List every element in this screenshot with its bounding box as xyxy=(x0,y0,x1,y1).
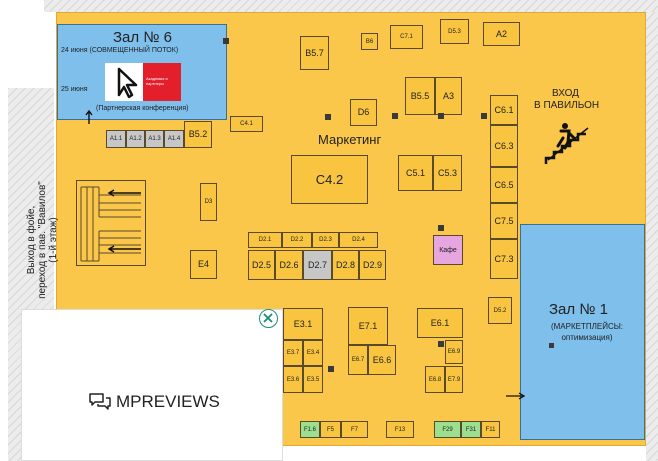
entrance-label-2: В ПАВИЛЬОН xyxy=(534,100,600,111)
ad-brand-text: MPREVIEWS xyxy=(116,392,220,411)
marker xyxy=(325,114,331,120)
partner-logo: Академия и партнеры xyxy=(105,63,181,101)
booth-d2-2[interactable]: D2.2 xyxy=(282,232,312,248)
exit-foyer-label: Выход в фойе, переход в пав. "Вавилов" (… xyxy=(26,160,62,320)
chat-bubbles-icon xyxy=(89,393,111,410)
booth-e3-7[interactable]: E3.7 xyxy=(283,340,303,366)
booth-c6-1[interactable]: C6.1 xyxy=(490,95,518,125)
booth-e6-8[interactable]: E6.8 xyxy=(425,366,445,393)
booth-d3[interactable]: D3 xyxy=(200,183,217,221)
booth-e6-7[interactable]: E6.7 xyxy=(348,345,368,375)
booth-d2-5[interactable]: D2.5 xyxy=(248,250,275,280)
booth-c7-5[interactable]: C7.5 xyxy=(490,203,518,239)
booth-d5-3[interactable]: D5.3 xyxy=(440,19,469,44)
booth-cafe[interactable]: Кафе xyxy=(433,235,463,265)
close-icon xyxy=(263,313,273,323)
arrow-left-icon xyxy=(107,245,141,253)
booth-e6-9[interactable]: E6.9 xyxy=(445,340,463,364)
exit-foyer-line-1: Выход в фойе, xyxy=(26,205,37,275)
ad-logo: MPREVIEWS xyxy=(88,391,220,413)
booth-d2-6[interactable]: D2.6 xyxy=(275,250,303,280)
hall-6-caption: (Партнерская конференция) xyxy=(96,105,189,112)
booth-b5-5[interactable]: B5.5 xyxy=(405,77,435,115)
marketing-label: Маркетинг xyxy=(318,132,382,147)
exit-foyer-line-2: переход в пав. "Вавилов" xyxy=(37,181,48,299)
booth-f13[interactable]: F13 xyxy=(386,421,414,438)
booth-f5[interactable]: F5 xyxy=(320,421,341,438)
booth-e7-1[interactable]: E7.1 xyxy=(348,307,388,345)
booth-f7[interactable]: F7 xyxy=(341,421,368,438)
arrow-left-icon xyxy=(107,189,141,197)
booth-e3-6[interactable]: E3.6 xyxy=(283,366,303,393)
marker xyxy=(438,113,444,119)
booth-d6[interactable]: D6 xyxy=(350,99,377,126)
exit-foyer-line-3: (1-й этаж) xyxy=(48,217,59,263)
arrow-up-icon xyxy=(85,110,93,124)
stair-lines xyxy=(80,186,141,262)
booth-e3-1[interactable]: E3.1 xyxy=(283,308,323,340)
booth-f31[interactable]: F31 xyxy=(461,421,481,438)
booth-a3[interactable]: A3 xyxy=(435,77,462,115)
left-stairs xyxy=(76,180,146,266)
ad-panel[interactable]: MPREVIEWS xyxy=(21,309,283,461)
booth-b6[interactable]: B6 xyxy=(361,33,378,50)
booth-d2-7[interactable]: D2.7 xyxy=(303,250,332,280)
booth-e6-6[interactable]: E6.6 xyxy=(368,345,396,375)
booth-b5-7[interactable]: B5.7 xyxy=(300,36,329,70)
background-hatch-right xyxy=(646,12,658,461)
arrow-right-icon xyxy=(506,392,526,400)
booth-a1-1[interactable]: A1.1 xyxy=(106,130,126,148)
booth-f11[interactable]: F11 xyxy=(481,421,500,438)
booth-c6-5[interactable]: C6.5 xyxy=(490,167,518,203)
marker xyxy=(481,113,487,119)
background-hatch-left xyxy=(8,88,54,461)
booth-c4-2[interactable]: C4.2 xyxy=(291,155,368,204)
hall-1-marker xyxy=(549,343,554,348)
hall-1[interactable]: Зал № 1 (МАРКЕТПЛЕЙСЫ: оптимизация) xyxy=(520,224,645,440)
partner-logo-badge: Академия и партнеры xyxy=(143,63,181,101)
booth-d2-1[interactable]: D2.1 xyxy=(248,232,282,248)
marker xyxy=(392,113,398,119)
booth-c5-3[interactable]: C5.3 xyxy=(433,155,462,191)
hall-6-line-2: 25 июня xyxy=(61,86,88,93)
partner-logo-text: Академия и партнеры xyxy=(146,76,168,86)
booth-d2-3[interactable]: D2.3 xyxy=(312,232,339,248)
booth-d2-9[interactable]: D2.9 xyxy=(359,250,386,280)
booth-e7-9[interactable]: E7.9 xyxy=(445,366,463,393)
booth-c7-3[interactable]: C7.3 xyxy=(490,239,518,279)
booth-a2[interactable]: A2 xyxy=(483,22,520,46)
booth-a1-2[interactable]: A1.2 xyxy=(126,130,145,148)
cursor-logo-icon xyxy=(117,67,138,99)
hall-6-title: Зал № 6 xyxy=(113,29,172,46)
hall-6[interactable]: Зал № 6 24 июня (СОВМЕЩЕННЫЙ ПОТОК) 25 и… xyxy=(57,24,227,124)
booth-c4-1[interactable]: C4.1 xyxy=(230,116,263,132)
ad-close-button[interactable] xyxy=(259,309,278,328)
booth-c5-1[interactable]: C5.1 xyxy=(398,155,433,191)
booth-c6-3[interactable]: C6.3 xyxy=(490,125,518,167)
hall-6-line-1: 24 июня (СОВМЕЩЕННЫЙ ПОТОК) xyxy=(61,47,179,54)
stairs-person-icon xyxy=(544,123,589,164)
booth-e3-4[interactable]: E3.4 xyxy=(303,340,323,366)
booth-f1-6[interactable]: F1.6 xyxy=(300,421,320,438)
booth-d2-4[interactable]: D2.4 xyxy=(339,232,378,248)
booth-b5-2[interactable]: B5.2 xyxy=(184,121,212,148)
booth-d2-8[interactable]: D2.8 xyxy=(332,250,359,280)
booth-c7-1[interactable]: C7.1 xyxy=(390,25,423,49)
marker xyxy=(438,341,444,347)
entrance-label-1: ВХОД xyxy=(552,88,579,99)
booth-f29[interactable]: F29 xyxy=(434,421,461,438)
booth-d5-2[interactable]: D5.2 xyxy=(488,297,512,324)
booth-e3-5[interactable]: E3.5 xyxy=(303,366,323,393)
background-hatch-top xyxy=(44,0,658,12)
hall-1-subtitle: (МАРКЕТПЛЕЙСЫ: оптимизация) xyxy=(550,322,624,342)
booth-e6-1[interactable]: E6.1 xyxy=(417,308,463,338)
booth-e4[interactable]: E4 xyxy=(190,250,217,279)
hall-1-title: Зал № 1 xyxy=(549,301,608,318)
marker xyxy=(438,225,444,231)
marker xyxy=(328,366,334,372)
booth-a1-4[interactable]: A1.4 xyxy=(164,130,184,148)
marker xyxy=(223,38,229,44)
booth-a1-3[interactable]: A1.3 xyxy=(145,130,164,148)
